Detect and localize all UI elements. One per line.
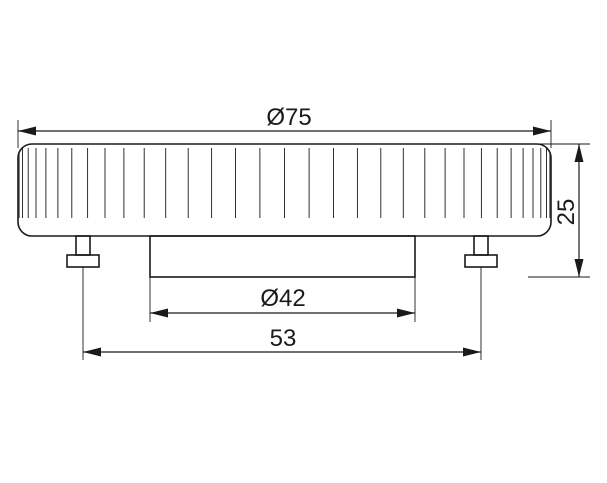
- pin-spacing-label: 53: [270, 325, 297, 352]
- base-diameter-label: Ø42: [260, 285, 305, 312]
- pin-spacing-dimension: 53: [83, 325, 481, 357]
- left-pin: [66, 235, 100, 268]
- lamp-base: [149, 235, 416, 278]
- lamp-ribs: [18, 148, 551, 218]
- right-pin: [464, 235, 498, 268]
- lamp-body: [17, 143, 552, 237]
- height-dimension: 25: [553, 144, 584, 277]
- extension-lines: [17, 120, 590, 360]
- outer-diameter-dimension: Ø75: [18, 104, 551, 136]
- outer-diameter-label: Ø75: [266, 104, 311, 131]
- base-diameter-dimension: Ø42: [150, 285, 415, 318]
- height-label: 25: [553, 199, 580, 226]
